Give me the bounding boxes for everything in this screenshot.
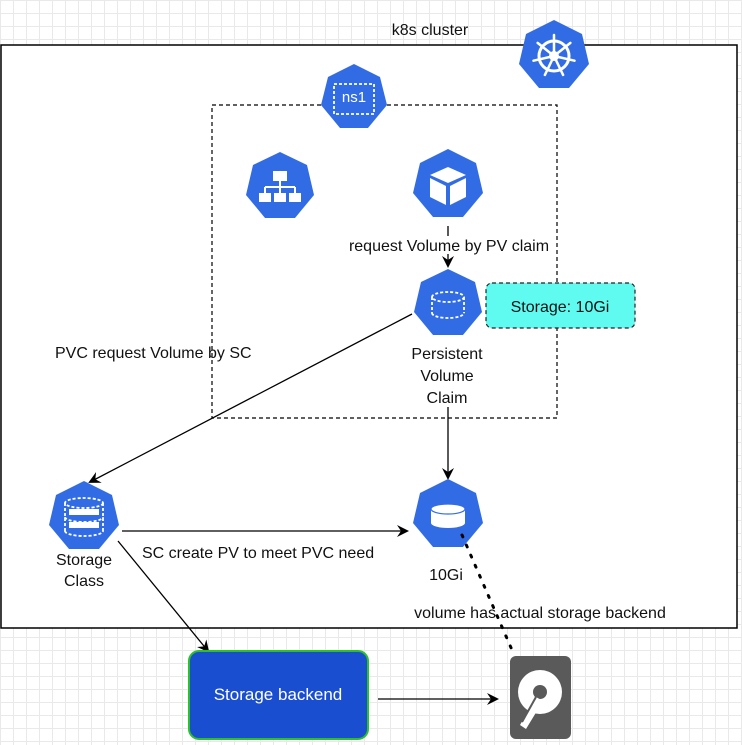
pvc-label-2: Volume xyxy=(420,368,473,385)
namespace-icon xyxy=(321,64,387,128)
storage-class-label-1: Storage xyxy=(56,552,112,569)
storage-backend-label: Storage backend xyxy=(214,685,343,704)
namespace-label: ns1 xyxy=(342,89,366,106)
edge-sc-to-pv-label: SC create PV to meet PVC need xyxy=(142,545,374,562)
edge-pv-to-disk xyxy=(460,533,514,652)
edge-pvc-to-sc-label: PVC request Volume by SC xyxy=(55,345,252,362)
storage-backend-box xyxy=(188,650,369,740)
pvc-storage-icon xyxy=(414,269,482,335)
kubernetes-wheel-icon xyxy=(519,20,589,88)
service-network-icon xyxy=(246,152,314,218)
edge-pvc-to-sc xyxy=(88,313,413,483)
pv-label: 10Gi xyxy=(429,567,463,584)
pod-cube-icon xyxy=(413,149,483,217)
edge-sc-to-backend xyxy=(117,540,210,653)
storage-note-text: Storage: 10Gi xyxy=(511,299,610,316)
storage-class-label-2: Class xyxy=(64,573,104,590)
cluster-title: k8s cluster xyxy=(392,22,469,39)
hard-disk-icon xyxy=(510,656,571,739)
storage-class-icon xyxy=(49,481,119,549)
pv-volume-icon xyxy=(413,479,483,547)
pvc-label-3: Claim xyxy=(427,390,468,407)
edge-pv-to-disk-label: volume has actual storage backend xyxy=(414,605,666,622)
storage-note-box xyxy=(485,282,636,329)
edge-pod-to-pvc-label: request Volume by PV claim xyxy=(349,238,549,255)
pvc-label-1: Persistent xyxy=(411,346,483,363)
